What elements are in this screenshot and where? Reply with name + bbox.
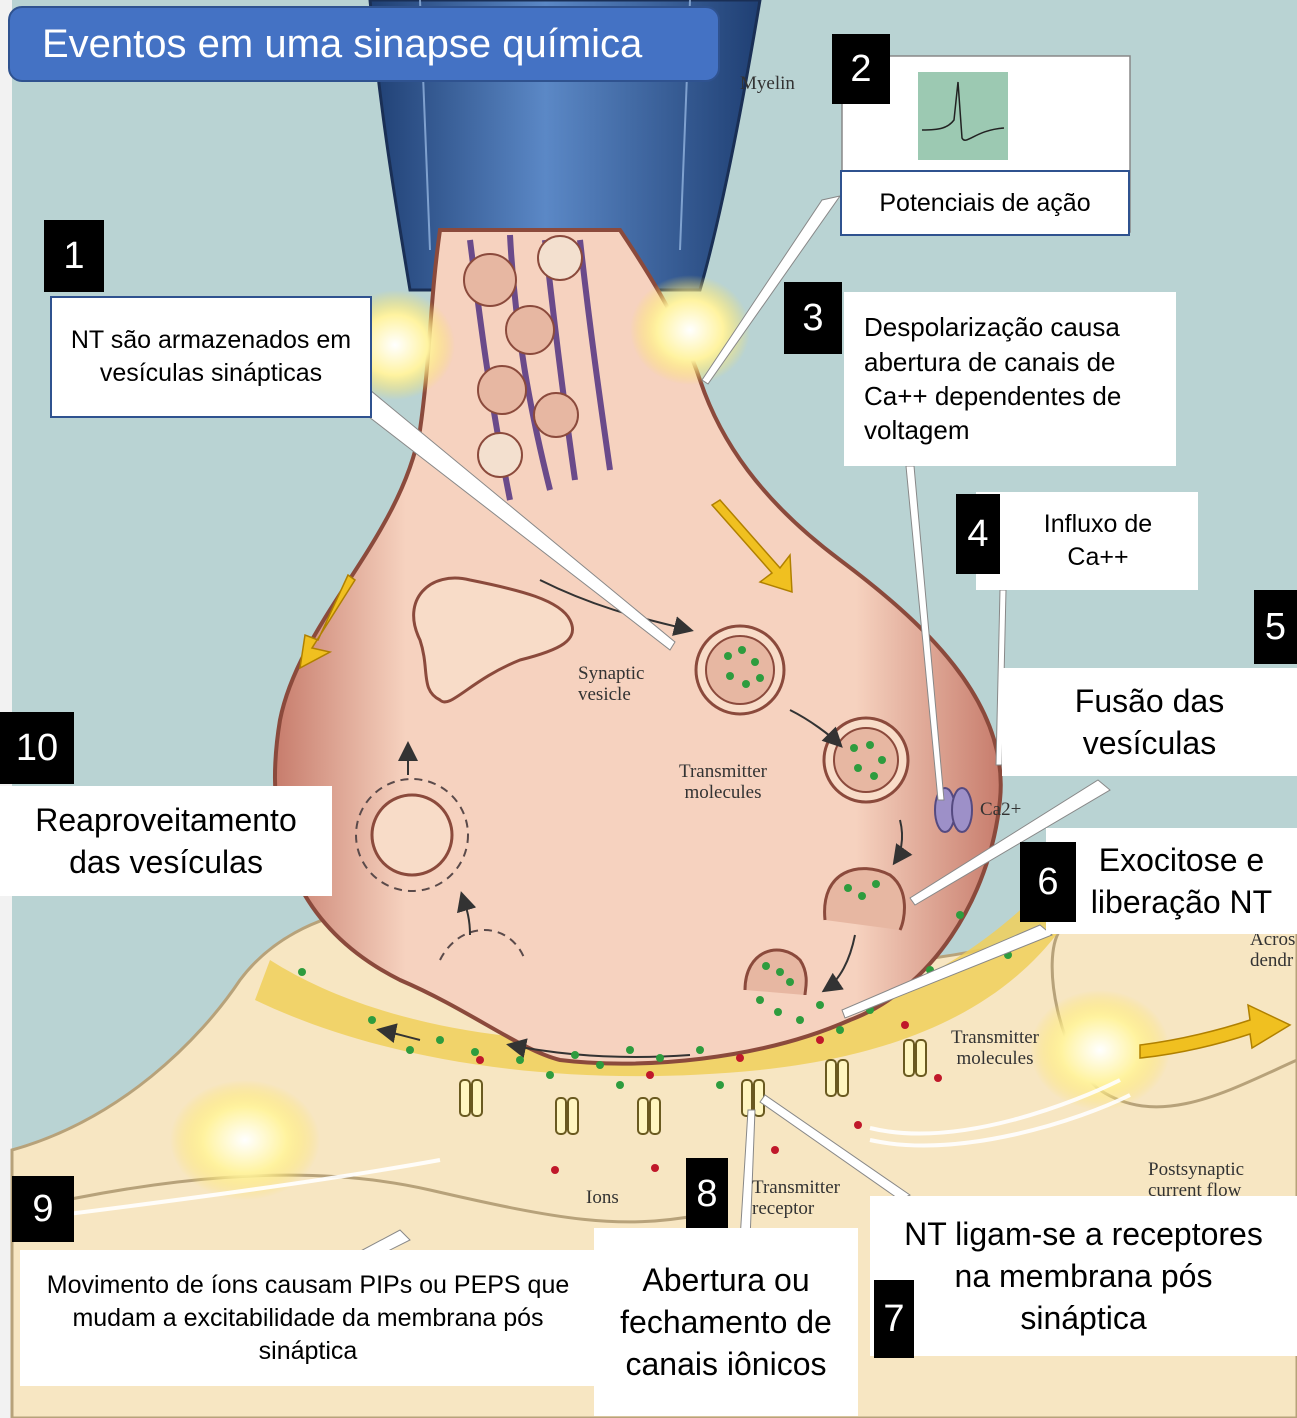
step-4-number: 4 xyxy=(956,494,1000,574)
step-7-box: NT ligam-se a receptores na membrana pós… xyxy=(870,1196,1297,1356)
across-dendrite-label: Acros dendr xyxy=(1250,930,1296,974)
step-6-box: Exocitose e liberação NT xyxy=(1046,828,1297,934)
step-5-number: 5 xyxy=(1254,590,1297,664)
step-8-number: 8 xyxy=(686,1158,728,1230)
ions-label: Ions xyxy=(586,1188,619,1209)
step-4-box: Influxo de Ca++ xyxy=(976,492,1198,590)
step-2-box: Potenciais de ação xyxy=(840,170,1130,236)
step-1-number: 1 xyxy=(44,220,104,292)
step-5-box: Fusão das vesículas xyxy=(1002,668,1297,776)
step-10-box: Reaproveitamento das vesículas xyxy=(0,786,332,896)
transmitter-receptor-label: Transmitter receptor xyxy=(752,1178,872,1220)
step-7-number: 7 xyxy=(874,1280,914,1358)
step-9-box: Movimento de íons causam PIPs ou PEPS qu… xyxy=(20,1250,596,1386)
transmitter-molecules-label: Transmitter molecules xyxy=(668,762,778,804)
step-3-number: 3 xyxy=(784,282,842,354)
step-6-number: 6 xyxy=(1020,842,1076,922)
transmitter-molecules-label-2: Transmitter molecules xyxy=(940,1028,1050,1070)
step-1-box: NT são armazenados em vesículas sináptic… xyxy=(50,296,372,418)
synaptic-vesicle-label: Synaptic vesicle xyxy=(578,664,658,706)
step-8-box: Abertura ou fechamento de canais iônicos xyxy=(594,1228,858,1416)
myelin-label: Myelin xyxy=(740,74,795,95)
page-title: Eventos em uma sinapse química xyxy=(8,6,720,82)
step-9-number: 9 xyxy=(12,1176,74,1242)
step-10-number: 10 xyxy=(0,712,74,784)
postsynaptic-current-label: Postsynaptic current flow xyxy=(1148,1160,1268,1198)
calcium-label: Ca2+ xyxy=(980,800,1021,821)
step-3-box: Despolarização causa abertura de canais … xyxy=(844,292,1176,466)
step-2-number: 2 xyxy=(832,34,890,104)
